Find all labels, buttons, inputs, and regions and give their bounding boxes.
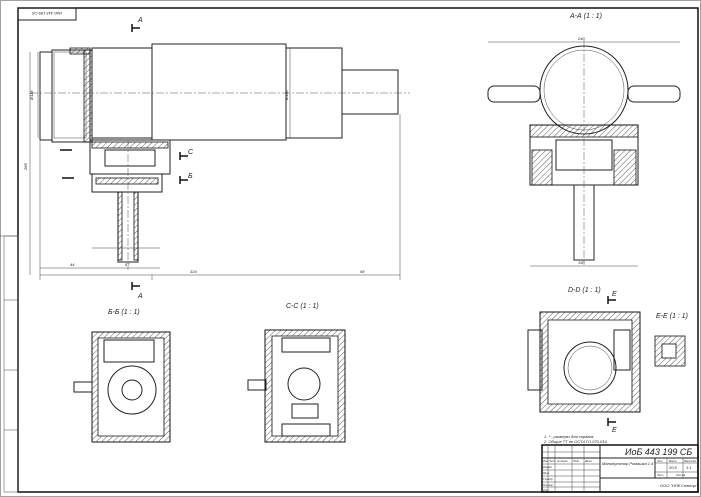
cut-mark-a-bottom: А bbox=[137, 293, 143, 300]
note-1: 1. * - размеры для справок bbox=[544, 434, 595, 439]
dim-240: 240 bbox=[577, 36, 585, 41]
col-izm: Изм. bbox=[543, 460, 549, 463]
scale-value: 1:1 bbox=[686, 465, 692, 470]
dim-285: 285 bbox=[23, 163, 28, 171]
dim-87: 87 bbox=[125, 262, 130, 267]
section-title-b-b: Б-Б (1 : 1) bbox=[108, 309, 140, 316]
dim-98: 98 bbox=[360, 269, 365, 274]
sheets-label: Листов bbox=[675, 474, 686, 477]
mass-value: 20,6 bbox=[668, 465, 678, 470]
cut-mark-c: С bbox=[188, 149, 194, 156]
cut-mark-e-top: Е bbox=[612, 291, 617, 298]
dim-190: 190 bbox=[578, 260, 585, 265]
section-d-d: D-D (1 : 1) Е Е bbox=[527, 287, 641, 434]
cut-mark-b: Б bbox=[188, 173, 193, 180]
section-title-e-e: Е-Е (1 : 1) bbox=[656, 313, 688, 320]
col-date: Дата bbox=[584, 460, 592, 463]
section-b-b: Б-Б (1 : 1) bbox=[73, 309, 171, 443]
scale-header: Масштаб bbox=[684, 460, 696, 463]
cut-mark-e-bottom: Е bbox=[612, 427, 617, 434]
section-title-c-c: С-С (1 : 1) bbox=[286, 303, 319, 310]
section-title-a-a: А-А (1 : 1) bbox=[569, 13, 602, 20]
section-c-c: С-С (1 : 1) bbox=[247, 303, 346, 443]
lit-header: Лит. bbox=[656, 460, 663, 463]
cut-mark-a-top: А bbox=[137, 17, 143, 24]
dim-d116: Ø116 bbox=[29, 90, 34, 101]
col-doc: № докум. bbox=[557, 460, 568, 463]
designation: ИоБ 443 199 СБ bbox=[625, 447, 692, 457]
row-tcontrol: Т.контр. bbox=[543, 478, 553, 481]
product-name: Манипулятор Ромашка 1.4 bbox=[602, 461, 654, 466]
section-a-a: А-А (1 : 1) 240 190 bbox=[487, 13, 681, 267]
organization: ООО "НПК Спектр" bbox=[660, 483, 698, 488]
col-sign: Подп. bbox=[573, 460, 580, 463]
col-list: Лист bbox=[548, 460, 555, 463]
rotated-stamp: ИоБ 443 199 СБ bbox=[17, 7, 77, 21]
stamp-text: ИоБ 443 199 СБ bbox=[32, 11, 62, 16]
row-ncontrol: Н.контр. bbox=[543, 484, 554, 487]
dim-d180: Ø180 bbox=[284, 89, 289, 101]
row-checked: Пров. bbox=[543, 472, 550, 475]
row-developer: Разраб. bbox=[543, 466, 552, 469]
mass-header: Масса bbox=[669, 460, 677, 463]
dim-44: 44 bbox=[70, 262, 75, 267]
note-2: 2. Общие ТТ по ОСТ4 ГО.070.014 bbox=[543, 439, 607, 444]
dim-324: 324 bbox=[190, 269, 197, 274]
section-title-d-d: D-D (1 : 1) bbox=[568, 287, 601, 294]
title-block: Изм. Лист № докум. Подп. Дата Разраб. Пр… bbox=[541, 444, 699, 493]
main-view: 324 98 44 87 Ø116 Ø180 285 А А С Б bbox=[23, 17, 410, 300]
technical-notes: 1. * - размеры для справок 2. Общие ТТ п… bbox=[543, 434, 607, 444]
section-e-e: Е-Е (1 : 1) bbox=[654, 313, 688, 367]
sheet-label: Лист bbox=[656, 474, 663, 477]
row-approved: Утв. bbox=[543, 489, 549, 492]
